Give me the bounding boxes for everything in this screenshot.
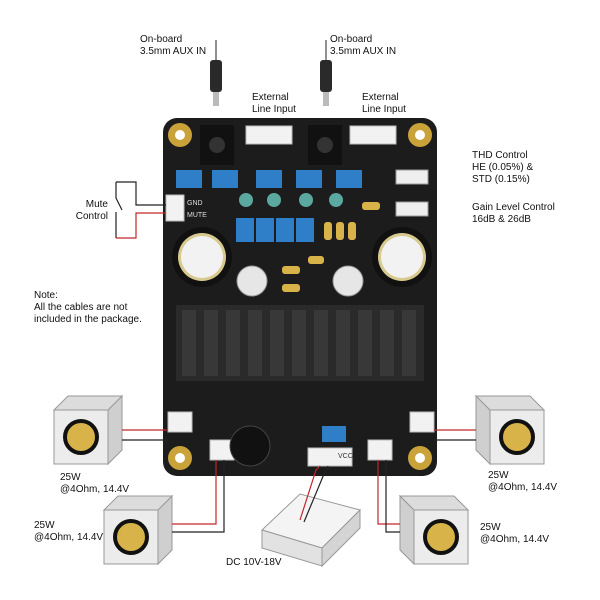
note-line3: included in the package. bbox=[34, 314, 142, 325]
electrolytic-cap-right bbox=[372, 227, 432, 287]
spk-bl-line2: @4Ohm, 14.4V bbox=[34, 532, 104, 543]
gain-line: 16dB & 26dB bbox=[472, 214, 531, 225]
spk-tl-line2: @4Ohm, 14.4V bbox=[60, 484, 130, 495]
small-caps bbox=[236, 265, 364, 297]
thd-line1: HE (0.05%) & bbox=[472, 162, 534, 173]
inductor bbox=[229, 425, 271, 467]
line-right-line2: Line Input bbox=[362, 104, 406, 115]
silk-gnd: GND bbox=[187, 200, 203, 207]
speaker-bottom-left-label: 25W @4Ohm, 14.4V bbox=[34, 520, 103, 544]
mute-connector bbox=[165, 194, 185, 222]
spk-tr-line1: 25W bbox=[488, 470, 509, 481]
line-connector-right bbox=[349, 125, 397, 145]
note-line1: Note: bbox=[34, 290, 58, 301]
speaker-bottom-right bbox=[398, 494, 470, 566]
speaker-top-left-label: 25W @4Ohm, 14.4V bbox=[60, 472, 129, 496]
speaker-bottom-right-label: 25W @4Ohm, 14.4V bbox=[480, 522, 549, 546]
power-supply bbox=[261, 465, 361, 568]
out-conn-br bbox=[367, 439, 393, 461]
spk-br-line1: 25W bbox=[480, 522, 501, 533]
thd-title: THD Control bbox=[472, 150, 528, 161]
mute-switch bbox=[115, 181, 166, 239]
silk-mute: MUTE bbox=[187, 212, 207, 219]
speaker-wires bbox=[122, 429, 476, 533]
aux-right-line1: On-board bbox=[330, 34, 373, 45]
aux-right-line2: 3.5mm AUX IN bbox=[330, 46, 397, 57]
speaker-top-left bbox=[52, 394, 124, 466]
mount-hole-tr bbox=[408, 123, 432, 147]
film-caps-middle bbox=[236, 218, 314, 242]
note-line2: All the cables are not bbox=[34, 302, 128, 313]
thd-switch bbox=[395, 169, 429, 185]
spk-tr-line2: @4Ohm, 14.4V bbox=[488, 482, 558, 493]
film-caps-row bbox=[176, 170, 362, 188]
power-label: DC 10V-18V bbox=[226, 557, 282, 568]
spk-bl-line1: 25W bbox=[34, 520, 55, 531]
teal-caps bbox=[239, 193, 343, 207]
line-left-line2: Line Input bbox=[252, 104, 296, 115]
aux-plug-left bbox=[210, 40, 222, 106]
mount-hole-tl bbox=[168, 123, 192, 147]
line-connector-left bbox=[245, 125, 293, 145]
thd-label: THD Control HE (0.05%) & STD (0.15%) bbox=[472, 150, 533, 186]
out-conn-tl bbox=[167, 411, 193, 433]
aux-plug-right bbox=[320, 40, 332, 106]
speaker-top-right-label: 25W @4Ohm, 14.4V bbox=[488, 470, 557, 494]
heatsink bbox=[176, 305, 424, 381]
aux-left-line2: 3.5mm AUX IN bbox=[140, 46, 207, 57]
thd-line2: STD (0.15%) bbox=[472, 174, 530, 185]
mount-hole-bl bbox=[168, 446, 192, 470]
spk-br-line2: @4Ohm, 14.4V bbox=[480, 534, 550, 545]
gain-label: Gain Level Control 16dB & 26dB bbox=[472, 202, 555, 226]
line-right-line1: External bbox=[362, 92, 399, 103]
blue-cap-bottom bbox=[322, 426, 346, 442]
power-connector bbox=[307, 447, 353, 467]
yellow-caps bbox=[282, 202, 380, 292]
silk-vcc: VCC bbox=[338, 453, 353, 460]
mute-label: Mute Control bbox=[58, 199, 108, 223]
mute-line2: Control bbox=[75, 211, 108, 222]
line-left-label: External Line Input bbox=[252, 92, 296, 116]
spk-tl-line1: 25W bbox=[60, 472, 81, 483]
line-left-line1: External bbox=[252, 92, 289, 103]
gain-switch bbox=[395, 201, 429, 217]
aux-left-line1: On-board bbox=[140, 34, 183, 45]
speaker-top-right bbox=[474, 394, 546, 466]
mute-line1: Mute bbox=[85, 199, 108, 210]
aux-left-label: On-board 3.5mm AUX IN bbox=[140, 34, 206, 58]
line-right-label: External Line Input bbox=[362, 92, 406, 116]
mount-hole-br bbox=[408, 446, 432, 470]
electrolytic-cap-left bbox=[172, 227, 232, 287]
speaker-bottom-left bbox=[102, 494, 174, 566]
gain-title: Gain Level Control bbox=[472, 202, 555, 213]
aux-right-label: On-board 3.5mm AUX IN bbox=[330, 34, 396, 58]
note-block: Note: All the cables are not included in… bbox=[34, 290, 142, 326]
out-conn-tr bbox=[409, 411, 435, 433]
